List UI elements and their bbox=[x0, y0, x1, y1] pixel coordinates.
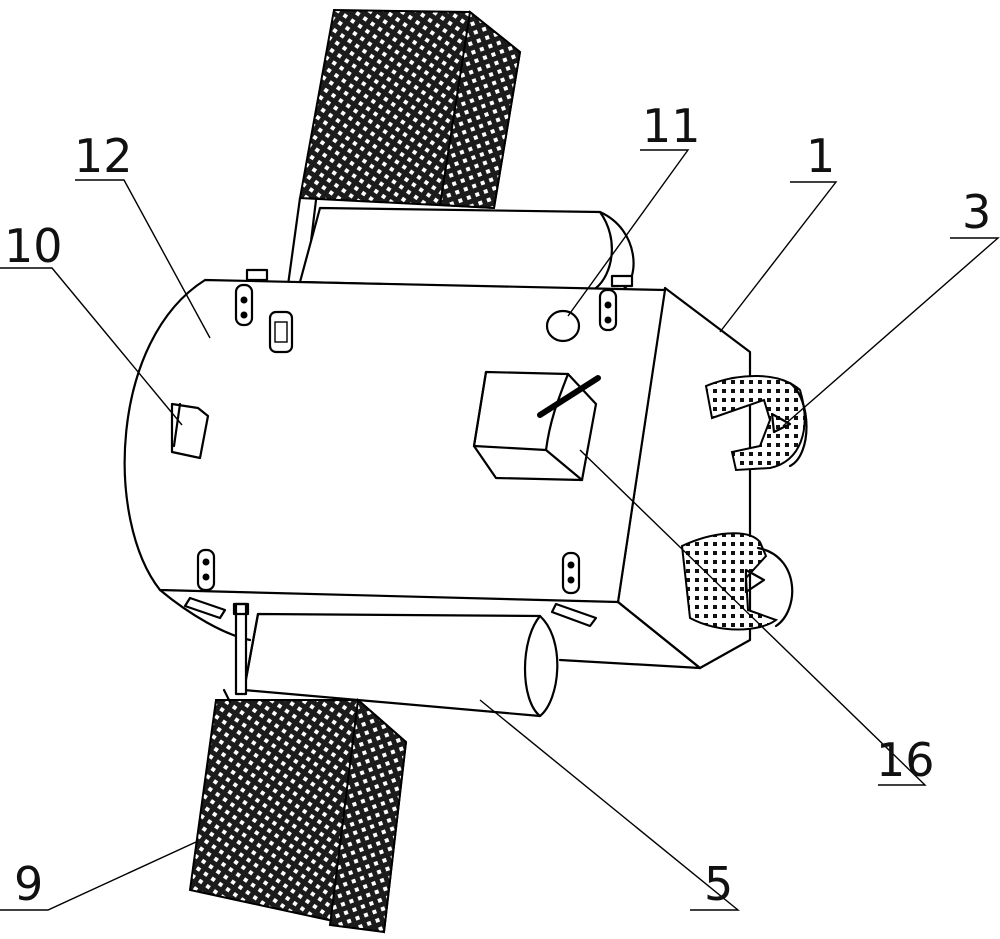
component-3-upper-mesh bbox=[704, 374, 808, 472]
top-brackets bbox=[234, 268, 634, 332]
leader-lines bbox=[0, 149, 1000, 911]
bottom-brackets bbox=[183, 548, 598, 628]
label-11: 11 bbox=[642, 99, 701, 153]
component-16 bbox=[472, 370, 601, 482]
label-9: 9 bbox=[14, 857, 43, 911]
component-3-lower-mesh bbox=[680, 532, 794, 631]
lower-tank-5 bbox=[232, 602, 559, 718]
component-11 bbox=[545, 309, 581, 343]
upper-tank bbox=[298, 206, 635, 292]
upper-solar-panel bbox=[286, 8, 522, 287]
top-small-component bbox=[268, 310, 294, 354]
component-10 bbox=[170, 402, 210, 460]
label-1: 1 bbox=[806, 129, 835, 183]
lower-solar-panel-9 bbox=[188, 688, 408, 934]
label-5: 5 bbox=[704, 857, 733, 911]
callout-labels: 12 10 11 1 3 16 5 9 bbox=[4, 99, 991, 911]
label-10: 10 bbox=[4, 219, 63, 273]
label-3: 3 bbox=[962, 185, 991, 239]
main-body bbox=[123, 278, 752, 670]
label-16: 16 bbox=[876, 733, 935, 787]
label-12: 12 bbox=[74, 129, 133, 183]
